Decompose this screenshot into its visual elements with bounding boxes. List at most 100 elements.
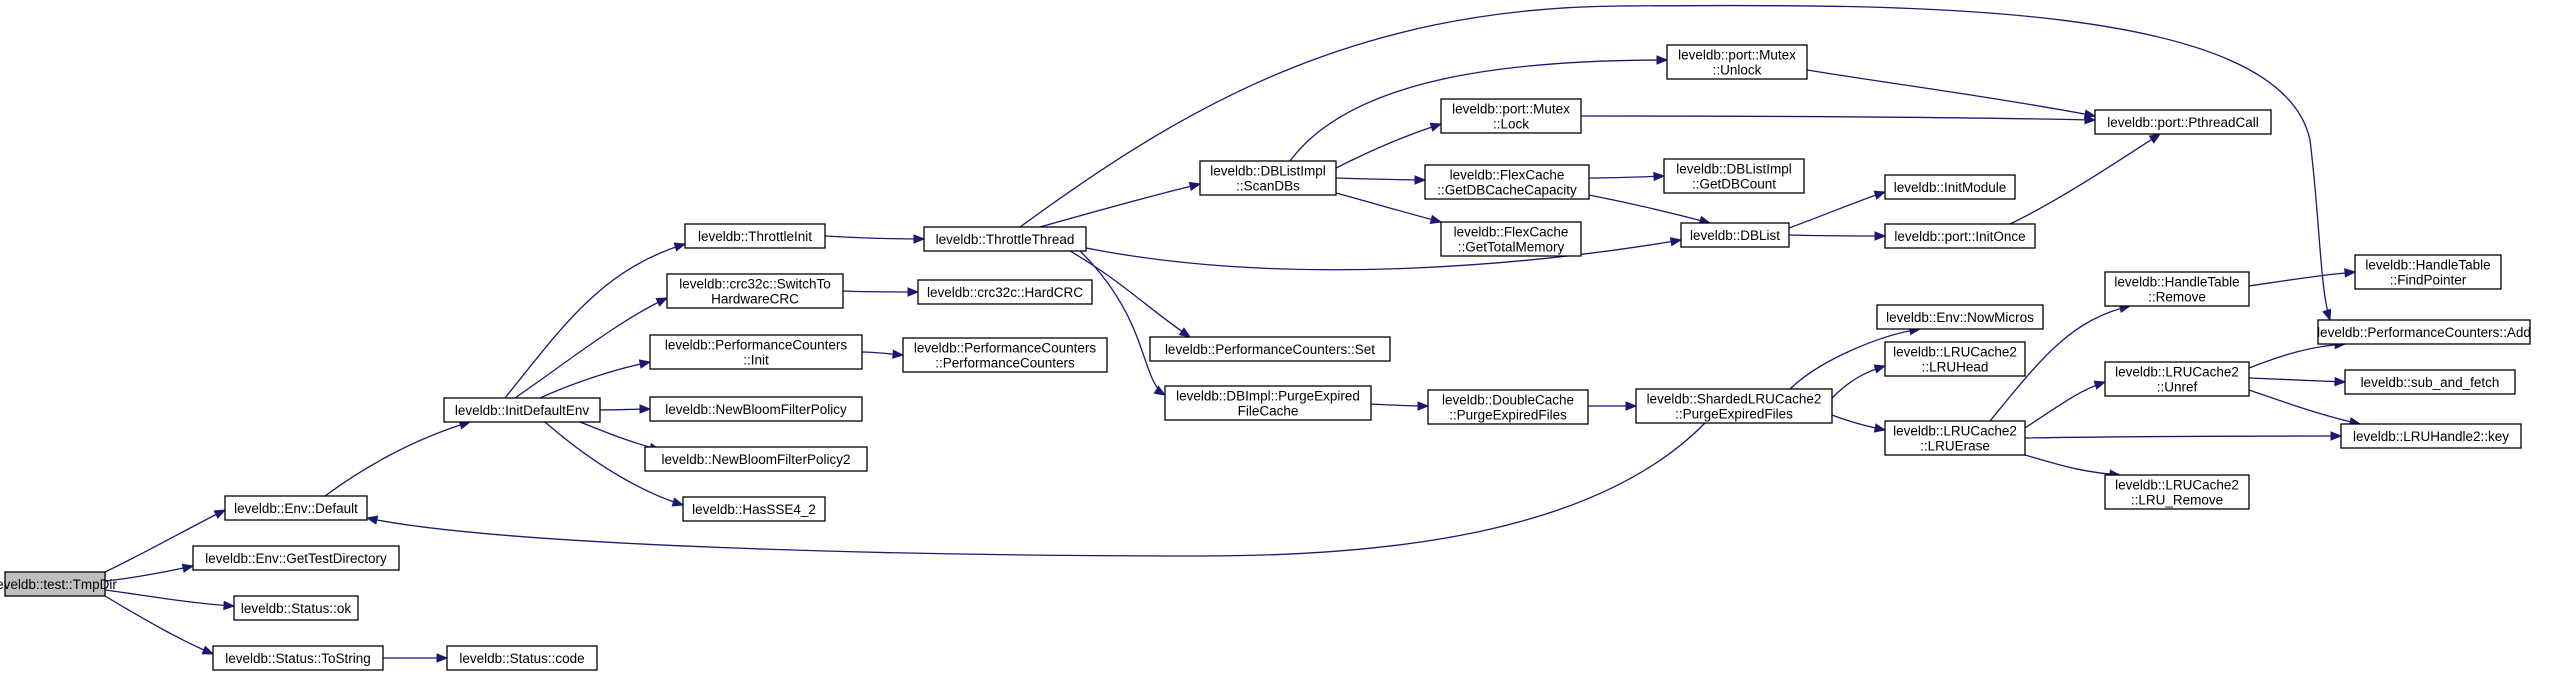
node-label: leveldb::DBListImpl	[1210, 164, 1326, 179]
node-sharded_purge[interactable]: leveldb::ShardedLRUCache2::PurgeExpiredF…	[1635, 388, 1833, 424]
edge-status_tostring-to-status_code	[383, 653, 449, 663]
edge-throttlethread-to-perfcounters_set	[1069, 250, 1192, 338]
node-perfcounters_set[interactable]: leveldb::PerformanceCounters::Set	[1149, 336, 1391, 362]
node-label: ::GetDBCacheCapacity	[1437, 183, 1577, 198]
node-box	[682, 496, 826, 522]
node-box	[212, 645, 384, 671]
node-box	[923, 226, 1087, 252]
node-box	[2104, 271, 2250, 307]
node-env_default[interactable]: leveldb::Env::Default	[224, 495, 368, 521]
node-box	[1680, 222, 1790, 248]
edge-initdefaultenv-to-newbloom	[599, 404, 652, 414]
node-lrucache2_lruremove[interactable]: leveldb::LRUCache2::LRU_Remove	[2104, 474, 2250, 510]
node-box	[1440, 221, 1582, 257]
node-box	[649, 334, 863, 370]
node-dblistimpl_getdbcount[interactable]: leveldb::DBListImpl::GetDBCount	[1663, 158, 1805, 194]
node-status_code[interactable]: leveldb::Status::code	[446, 645, 598, 671]
edge-doublecache_purge-to-sharded_purge	[1588, 401, 1638, 411]
node-label: leveldb::NewBloomFilterPolicy2	[661, 452, 850, 467]
node-lruhandle2_key[interactable]: leveldb::LRUHandle2::key	[2340, 423, 2522, 449]
node-handletable_remove[interactable]: leveldb::HandleTable::Remove	[2104, 271, 2250, 307]
node-label: leveldb::FlexCache	[1450, 168, 1565, 183]
node-box	[233, 595, 359, 621]
node-box	[2344, 369, 2516, 395]
node-mutex_unlock[interactable]: leveldb::port::Mutex::Unlock	[1666, 44, 1808, 80]
node-throttlethread[interactable]: leveldb::ThrottleThread	[923, 226, 1087, 252]
node-label: leveldb::sub_and_fetch	[2361, 375, 2500, 390]
node-box	[1884, 341, 2026, 377]
node-label: leveldb::LRUCache2	[2115, 365, 2239, 380]
node-label: leveldb::Status::ok	[241, 601, 352, 616]
node-box	[2317, 319, 2531, 345]
node-lrucache2_lruhead[interactable]: leveldb::LRUCache2::LRUHead	[1884, 341, 2026, 377]
node-label: ::GetDBCount	[1692, 177, 1776, 192]
node-label: ::Unlock	[1713, 63, 1762, 78]
node-perfcounters_ctor[interactable]: leveldb::PerformanceCounters::Performanc…	[902, 337, 1108, 373]
edge-throttlethread-to-purgeexpiredfilecache	[1079, 250, 1167, 396]
node-newbloom2[interactable]: leveldb::NewBloomFilterPolicy2	[644, 446, 868, 472]
node-box	[917, 279, 1093, 305]
node-env_nowmicros[interactable]: leveldb::Env::NowMicros	[1876, 304, 2044, 330]
node-label: ::GetTotalMemory	[1458, 240, 1565, 255]
node-box	[1635, 388, 1833, 424]
edge-flexcache_getdbcachecap-to-dblistimpl_getdbcount	[1588, 171, 1666, 182]
node-label: ::LRUErase	[1920, 439, 1990, 454]
node-label: leveldb::PerformanceCounters::Add	[2317, 325, 2531, 340]
node-label: ::ScanDBs	[1236, 179, 1300, 194]
node-perfcounters_add[interactable]: leveldb::PerformanceCounters::Add	[2317, 319, 2531, 345]
node-box	[2340, 423, 2522, 449]
node-box	[1149, 336, 1391, 362]
edge-throttleinit-to-throttlethread	[824, 234, 926, 244]
node-lrucache2_unref[interactable]: leveldb::LRUCache2::Unref	[2104, 361, 2250, 397]
node-tmpdir[interactable]: leveldb::test::TmpDir	[0, 571, 117, 597]
node-box	[443, 397, 601, 423]
edge-lrucache2_lruerase-to-lrucache2_unref	[2024, 380, 2107, 429]
node-status_ok[interactable]: leveldb::Status::ok	[233, 595, 359, 621]
node-throttleinit[interactable]: leveldb::ThrottleInit	[684, 223, 826, 249]
edge-initdefaultenv-to-throttleinit	[504, 242, 687, 399]
edge-dblistimpl_scandbs-to-flexcache_getdbcachecap	[1335, 175, 1427, 185]
node-label: leveldb::crc32c::HardCRC	[927, 285, 1083, 300]
node-box	[1876, 304, 2044, 330]
node-label: ::Unref	[2157, 380, 2198, 395]
node-box	[1884, 174, 2016, 200]
edge-tmpdir-to-status_tostring	[104, 595, 215, 655]
edge-switchtohw-to-hardcrc	[842, 287, 920, 297]
node-label: leveldb::InitModule	[1894, 180, 2007, 195]
node-pthreadcall[interactable]: leveldb::port::PthreadCall	[2094, 109, 2272, 135]
node-label: ::Remove	[2148, 290, 2206, 305]
edge-throttlethread-to-dblist	[1085, 237, 1683, 271]
node-env_gettestdir[interactable]: leveldb::Env::GetTestDirectory	[192, 545, 400, 571]
node-flexcache_getdbcachecap[interactable]: leveldb::FlexCache::GetDBCacheCapacity	[1424, 164, 1590, 200]
nodes-layer: leveldb::test::TmpDir leveldb::Env::Defau…	[0, 44, 2531, 671]
node-box	[1663, 158, 1805, 194]
node-label: ::LRUHead	[1922, 360, 1989, 375]
node-dblist[interactable]: leveldb::DBList	[1680, 222, 1790, 248]
node-lrucache2_lruerase[interactable]: leveldb::LRUCache2::LRUErase	[1884, 420, 2026, 456]
node-initmodule[interactable]: leveldb::InitModule	[1884, 174, 2016, 200]
node-status_tostring[interactable]: leveldb::Status::ToString	[212, 645, 384, 671]
node-handletable_findpointer[interactable]: leveldb::HandleTable::FindPointer	[2354, 254, 2502, 290]
node-newbloom[interactable]: leveldb::NewBloomFilterPolicy	[649, 396, 863, 422]
node-label: leveldb::HandleTable	[2365, 258, 2490, 273]
node-hardcrc[interactable]: leveldb::crc32c::HardCRC	[917, 279, 1093, 305]
node-initdefaultenv[interactable]: leveldb::InitDefaultEnv	[443, 397, 601, 423]
node-initonce[interactable]: leveldb::port::InitOnce	[1884, 223, 2036, 249]
node-sub_and_fetch[interactable]: leveldb::sub_and_fetch	[2344, 369, 2516, 395]
node-label: leveldb::LRUHandle2::key	[2353, 429, 2509, 444]
node-label: leveldb::DoubleCache	[1442, 393, 1574, 408]
node-flexcache_gettotalmem[interactable]: leveldb::FlexCache::GetTotalMemory	[1440, 221, 1582, 257]
node-hassse42[interactable]: leveldb::HasSSE4_2	[682, 496, 826, 522]
node-mutex_lock[interactable]: leveldb::port::Mutex::Lock	[1440, 98, 1582, 134]
node-doublecache_purge[interactable]: leveldb::DoubleCache::PurgeExpiredFiles	[1427, 389, 1589, 425]
node-box	[4, 571, 106, 597]
node-perfcounters_init[interactable]: leveldb::PerformanceCounters::Init	[649, 334, 863, 370]
node-dblistimpl_scandbs[interactable]: leveldb::DBListImpl::ScanDBs	[1199, 160, 1337, 196]
node-label: leveldb::Status::ToString	[225, 651, 371, 666]
node-label: leveldb::HasSSE4_2	[692, 502, 816, 517]
node-label: leveldb::PerformanceCounters::Set	[1165, 342, 1375, 357]
node-box	[2104, 474, 2250, 510]
edge-mutex_lock-to-pthreadcall	[1580, 115, 2097, 125]
